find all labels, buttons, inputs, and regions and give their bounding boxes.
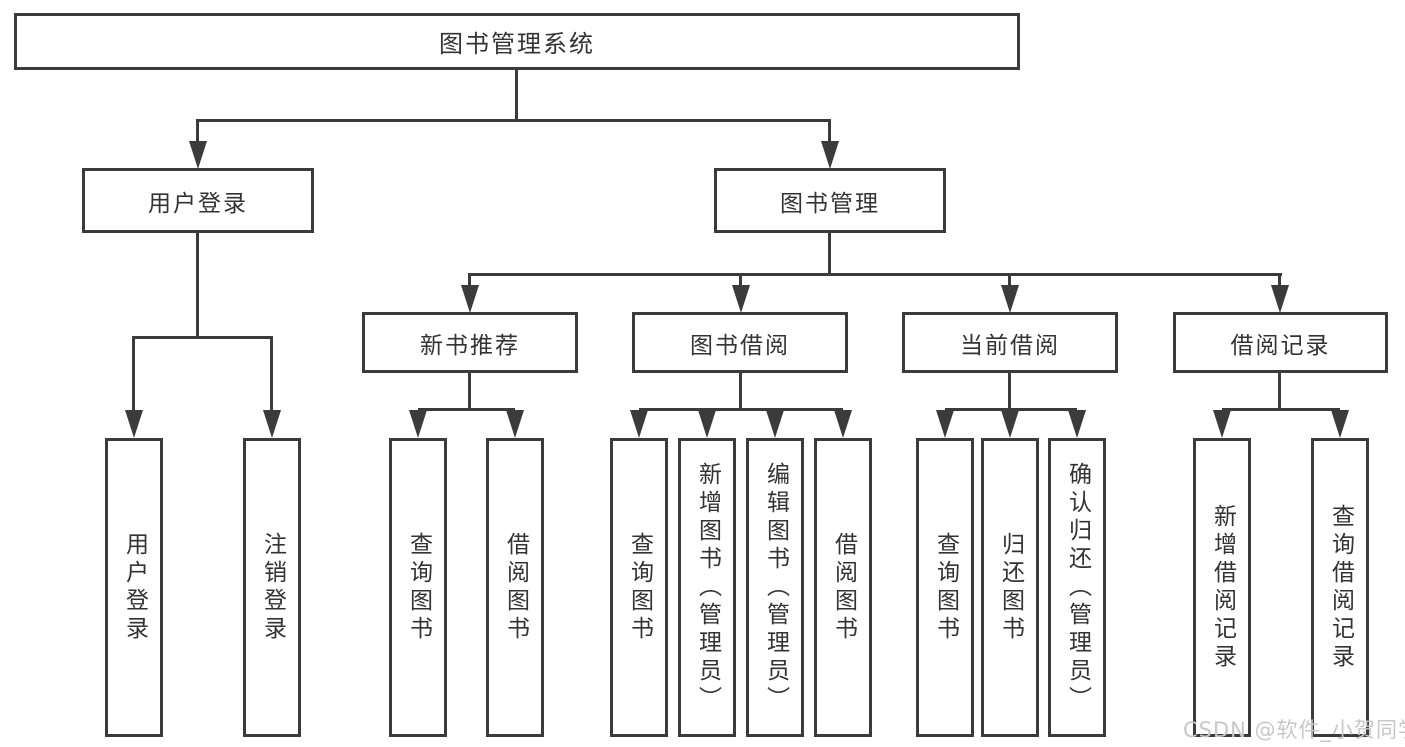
arrow-down-icon — [834, 410, 852, 438]
leaf-query-books-recommend: 查询图书 — [389, 438, 447, 737]
leaf-borrow-books-borrowing: 借阅图书 — [814, 438, 872, 737]
node-label: 图书管理系统 — [439, 30, 595, 58]
arrow-down-icon — [1271, 285, 1289, 313]
connector-level3-shaft — [1278, 273, 1281, 287]
leaf-label: 编辑图书（管理员） — [762, 461, 789, 714]
arrow-down-icon — [1068, 410, 1086, 438]
connector-level3-shaft — [468, 273, 471, 287]
arrow-down-icon — [732, 285, 750, 313]
node-label: 新书推荐 — [420, 332, 520, 359]
connector-current-branch — [945, 408, 1077, 411]
arrow-down-icon — [1213, 410, 1231, 438]
leaf-label: 注销登录 — [259, 531, 286, 644]
connector-level3-shaft — [1008, 273, 1011, 287]
node-current-borrowing: 当前借阅 — [902, 312, 1118, 373]
arrow-down-icon — [766, 410, 784, 438]
connector-leaf-shaft — [270, 336, 273, 414]
node-library-management-system: 图书管理系统 — [14, 13, 1020, 70]
connector-borrowing-branch — [639, 408, 843, 411]
node-label: 用户登录 — [148, 190, 248, 217]
arrow-down-icon — [506, 410, 524, 438]
connector-root-stem — [515, 70, 518, 119]
connector-borrowing-stem — [739, 373, 742, 408]
leaf-user-login: 用户登录 — [105, 438, 163, 737]
connector-book-management-shaft — [828, 119, 831, 145]
arrow-down-icon — [630, 410, 648, 438]
leaf-query-books-current: 查询图书 — [916, 438, 974, 737]
node-label: 图书借阅 — [690, 332, 790, 359]
connector-root-branch — [198, 119, 830, 122]
connector-recommend-stem — [468, 373, 471, 408]
leaf-label: 查询图书 — [405, 531, 432, 644]
node-book-management: 图书管理 — [714, 168, 946, 233]
leaf-label: 确认归还（管理员） — [1064, 461, 1091, 714]
connector-user-login-stem — [196, 233, 199, 336]
leaf-label: 查询借阅记录 — [1327, 503, 1354, 672]
node-book-borrowing: 图书借阅 — [632, 312, 848, 373]
arrow-down-icon — [1331, 410, 1349, 438]
arrow-down-icon — [698, 410, 716, 438]
connector-recommend-branch — [418, 408, 515, 411]
connector-records-branch — [1222, 408, 1340, 411]
connector-user-login-branch — [134, 336, 272, 339]
leaf-return-book: 归还图书 — [981, 438, 1039, 737]
connector-book-management-branch — [470, 273, 1282, 276]
csdn-watermark: CSDN @软件_小贺同学 — [1183, 718, 1405, 742]
leaf-label: 新增图书（管理员） — [694, 461, 721, 714]
leaf-label: 新增借阅记录 — [1209, 503, 1236, 672]
connector-current-stem — [1008, 373, 1011, 408]
leaf-label: 归还图书 — [997, 531, 1024, 644]
leaf-borrow-books-recommend: 借阅图书 — [486, 438, 544, 737]
node-label: 借阅记录 — [1230, 332, 1331, 359]
leaf-label: 查询图书 — [626, 531, 653, 644]
arrow-down-icon — [125, 410, 143, 438]
leaf-logout: 注销登录 — [243, 438, 301, 737]
connector-leaf-shaft — [132, 336, 135, 414]
leaf-label: 用户登录 — [121, 531, 148, 644]
leaf-label: 借阅图书 — [830, 531, 857, 644]
arrow-down-icon — [409, 410, 427, 438]
node-new-book-recommend: 新书推荐 — [362, 312, 578, 373]
connector-level3-shaft — [739, 273, 742, 287]
arrow-down-icon — [263, 410, 281, 438]
arrow-down-icon — [1001, 285, 1019, 313]
connector-book-management-stem — [828, 233, 831, 273]
leaf-query-borrow-record: 查询借阅记录 — [1311, 438, 1369, 737]
node-label: 当前借阅 — [960, 332, 1060, 359]
arrow-down-icon — [1001, 410, 1019, 438]
leaf-add-book-admin: 新增图书（管理员） — [678, 438, 736, 737]
arrow-down-icon — [936, 410, 954, 438]
connector-records-stem — [1278, 373, 1281, 408]
node-borrowing-records: 借阅记录 — [1173, 312, 1388, 373]
node-label: 图书管理 — [780, 190, 880, 217]
leaf-confirm-return-admin: 确认归还（管理员） — [1048, 438, 1106, 737]
arrow-down-icon — [189, 141, 207, 169]
leaf-query-books-borrowing: 查询图书 — [610, 438, 668, 737]
leaf-label: 查询图书 — [932, 531, 959, 644]
leaf-edit-book-admin: 编辑图书（管理员） — [746, 438, 804, 737]
arrow-down-icon — [461, 285, 479, 313]
arrow-down-icon — [821, 141, 839, 169]
node-user-login: 用户登录 — [82, 168, 314, 233]
connector-user-login-shaft — [196, 119, 199, 145]
leaf-add-borrow-record: 新增借阅记录 — [1193, 438, 1251, 737]
leaf-label: 借阅图书 — [502, 531, 529, 644]
